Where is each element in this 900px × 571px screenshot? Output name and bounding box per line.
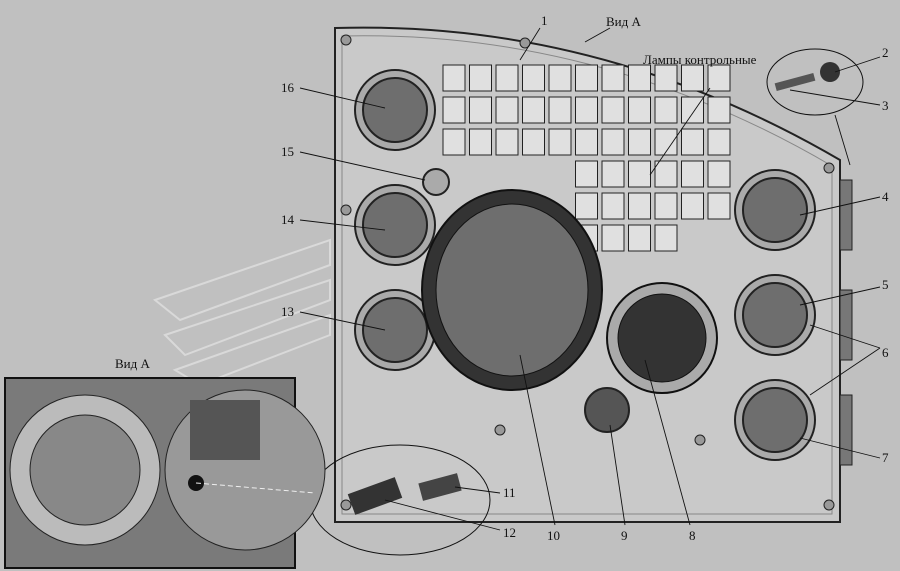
- control-lamp: [495, 64, 519, 92]
- speedometer-10: [421, 189, 603, 391]
- gauge-4: [734, 169, 816, 251]
- detail-oval-screw: [766, 48, 864, 116]
- control-lamp: [575, 128, 598, 156]
- control-lamp: [522, 128, 545, 156]
- callout-9: 9: [621, 528, 628, 543]
- callout-12: 12: [503, 525, 516, 540]
- control-lamp: [575, 96, 598, 124]
- control-lamp: [469, 64, 492, 92]
- lamp-15: [422, 168, 450, 196]
- control-lamp: [495, 128, 519, 156]
- control-lamp: [601, 160, 625, 188]
- control-lamp: [628, 96, 651, 124]
- control-lamp: [707, 192, 731, 220]
- control-lamp: [548, 128, 572, 156]
- callout-6: 6: [882, 345, 889, 360]
- control-lamp: [628, 224, 651, 252]
- nut-2: [820, 62, 840, 82]
- gauge-7: [734, 379, 816, 461]
- control-lamps-grid: [442, 64, 731, 252]
- callout-15: 15: [281, 144, 294, 159]
- lamp-socket-12: [347, 477, 403, 515]
- control-lamp: [601, 128, 625, 156]
- control-lamp: [681, 64, 704, 92]
- control-lamp: [548, 96, 572, 124]
- gauge-16: [354, 69, 436, 151]
- control-lamp: [601, 192, 625, 220]
- gauge-5: [734, 274, 816, 356]
- control-lamp: [654, 192, 678, 220]
- control-lamp: [469, 96, 492, 124]
- control-lamp: [575, 192, 598, 220]
- callout-1: 1: [541, 13, 548, 28]
- gauge-14: [354, 184, 436, 266]
- rear-connectors: [839, 179, 853, 466]
- callout-4: 4: [882, 189, 889, 204]
- control-lamp: [628, 192, 651, 220]
- callout-7: 7: [882, 450, 889, 465]
- callout-5: 5: [882, 277, 889, 292]
- control-lamp: [654, 224, 678, 252]
- connector-9: [584, 387, 630, 433]
- control-lamps-label: Лампы контрольные: [643, 52, 757, 67]
- callout-13: 13: [281, 304, 294, 319]
- control-lamp: [681, 192, 704, 220]
- control-lamp: [654, 128, 678, 156]
- control-lamp: [601, 64, 625, 92]
- control-lamp: [628, 128, 651, 156]
- view-a-label: Вид А: [606, 14, 641, 29]
- callout-14: 14: [281, 212, 295, 227]
- control-lamp: [707, 96, 731, 124]
- gauge-13: [354, 289, 436, 371]
- control-lamp: [601, 224, 625, 252]
- control-lamp: [707, 128, 731, 156]
- control-lamp: [707, 64, 731, 92]
- callout-8: 8: [689, 528, 696, 543]
- control-lamp: [654, 160, 678, 188]
- leader-lines: [299, 27, 881, 531]
- control-lamp: [575, 64, 598, 92]
- control-lamp: [442, 128, 466, 156]
- control-lamp: [681, 128, 704, 156]
- control-lamp: [681, 96, 704, 124]
- control-lamp: [575, 160, 598, 188]
- callout-10: 10: [547, 528, 560, 543]
- control-lamp: [495, 96, 519, 124]
- callout-16: 16: [281, 80, 295, 95]
- control-lamp: [681, 160, 704, 188]
- inset-view-a: [4, 377, 326, 569]
- control-lamp: [601, 96, 625, 124]
- control-lamp: [654, 64, 678, 92]
- control-lamp: [654, 96, 678, 124]
- control-lamp: [707, 160, 731, 188]
- control-lamp: [469, 128, 492, 156]
- control-lamp: [442, 64, 466, 92]
- tachometer-8: [606, 282, 718, 394]
- control-lamp: [548, 64, 572, 92]
- callout-2: 2: [882, 45, 889, 60]
- bulb-11: [418, 473, 462, 501]
- callout-11: 11: [503, 485, 516, 500]
- control-lamp: [522, 64, 545, 92]
- inset-view-a-label: Вид А: [115, 356, 150, 371]
- control-lamp: [442, 96, 466, 124]
- callout-3: 3: [882, 98, 889, 113]
- control-lamp: [628, 160, 651, 188]
- control-lamp: [628, 64, 651, 92]
- screw-3: [774, 72, 816, 92]
- control-lamp: [522, 96, 545, 124]
